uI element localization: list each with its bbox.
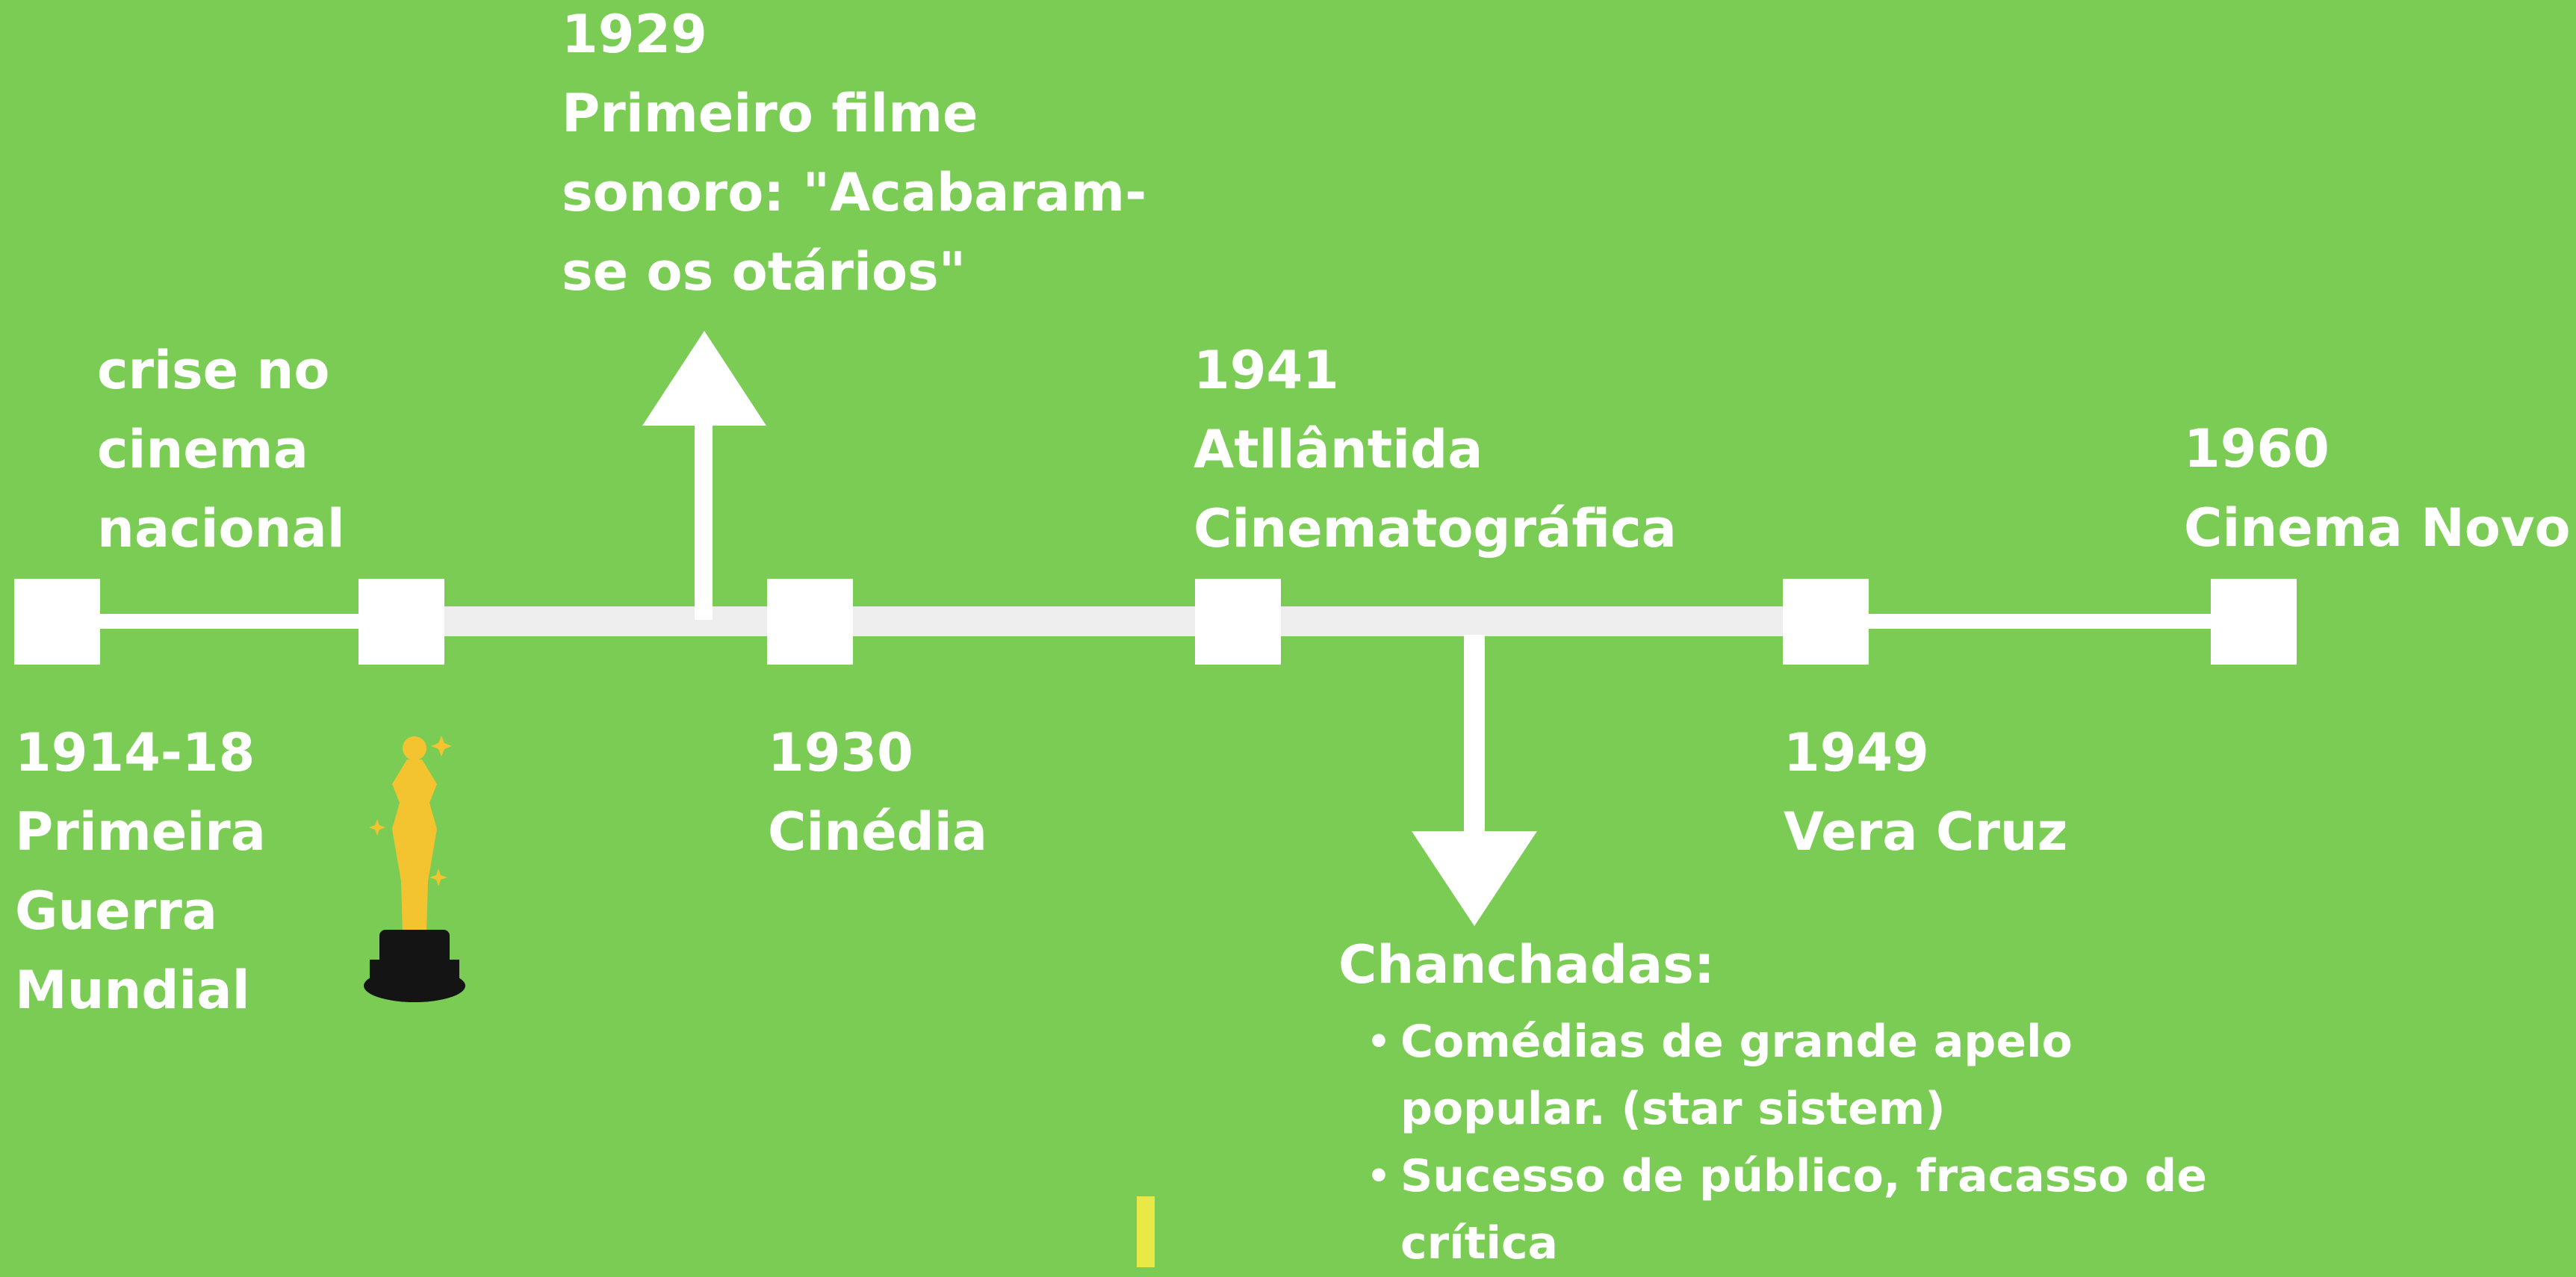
yellow-accent-bar — [1137, 1196, 1155, 1267]
event-1941-line: Cinematográfica — [1194, 498, 1677, 559]
list-item: • Comédias de grande apelo popular. (sta… — [1367, 1008, 2207, 1143]
event-1960-line: 1960 — [2184, 418, 2330, 479]
crise-line: cinema — [97, 419, 308, 480]
up-arrow-icon — [642, 331, 766, 620]
event-1929-label: 1929 Primeiro filme sonoro: "Acabaram- s… — [562, 0, 1146, 311]
list-item-line: crítica — [1400, 1217, 1559, 1270]
timeline-line-segment-thick — [433, 606, 1815, 636]
event-1930-label: 1930 Cinédia — [768, 713, 987, 871]
event-1949-line: 1949 — [1784, 722, 1929, 783]
event-1914-label: 1914-18 Primeira Guerra Mundial — [15, 713, 266, 1030]
event-1929-line: 1929 — [562, 4, 707, 65]
event-1929-line: sonoro: "Acabaram- — [562, 162, 1147, 223]
bullet-icon: • — [1367, 1020, 1391, 1063]
crise-line: nacional — [97, 498, 345, 559]
event-1941-line: 1941 — [1194, 340, 1339, 401]
down-arrow-icon — [1412, 635, 1537, 926]
event-1930-line: 1930 — [768, 722, 913, 783]
timeline-marker-1914 — [14, 579, 100, 665]
list-item-line: Sucesso de público, fracasso de — [1400, 1150, 2207, 1202]
event-1929-line: Primeiro filme — [562, 83, 978, 144]
timeline-marker-crise — [359, 579, 444, 665]
oscar-statuette-icon — [364, 736, 465, 1002]
timeline-line-segment — [1852, 614, 2241, 629]
bullet-icon: • — [1367, 1155, 1391, 1198]
event-1914-line: 1914-18 — [15, 722, 255, 783]
event-1960-label: 1960 Cinema Novo — [2184, 409, 2571, 568]
event-1949-line: Vera Cruz — [1784, 801, 2068, 863]
chanchadas-list: • Comédias de grande apelo popular. (sta… — [1367, 1008, 2207, 1277]
event-1914-line: Primeira — [15, 801, 266, 863]
timeline-marker-1949 — [1783, 579, 1869, 665]
timeline-marker-1960 — [2211, 579, 2297, 665]
chanchadas-title: Chanchadas: — [1338, 934, 1715, 995]
timeline-line-segment — [82, 614, 381, 629]
list-item: • Sucesso de público, fracasso de crític… — [1367, 1143, 2207, 1277]
event-1941-line: Atllântida — [1194, 419, 1483, 480]
event-1914-line: Guerra — [15, 880, 218, 942]
event-1914-line: Mundial — [15, 960, 250, 1021]
crise-label: crise no cinema nacional — [97, 331, 345, 568]
event-1941-label: 1941 Atllântida Cinematográfica — [1194, 331, 1677, 568]
list-item-line: popular. (star sistem) — [1400, 1083, 1946, 1135]
event-1929-line: se os otários" — [562, 241, 966, 302]
event-1930-line: Cinédia — [768, 801, 988, 863]
list-item-line: Comédias de grande apelo — [1400, 1016, 2073, 1068]
timeline-marker-1941 — [1195, 579, 1281, 665]
event-1949-label: 1949 Vera Cruz — [1784, 713, 2067, 871]
timeline-marker-1930 — [767, 579, 853, 665]
crise-line: crise no — [97, 340, 330, 401]
event-1960-line: Cinema Novo — [2184, 497, 2571, 559]
